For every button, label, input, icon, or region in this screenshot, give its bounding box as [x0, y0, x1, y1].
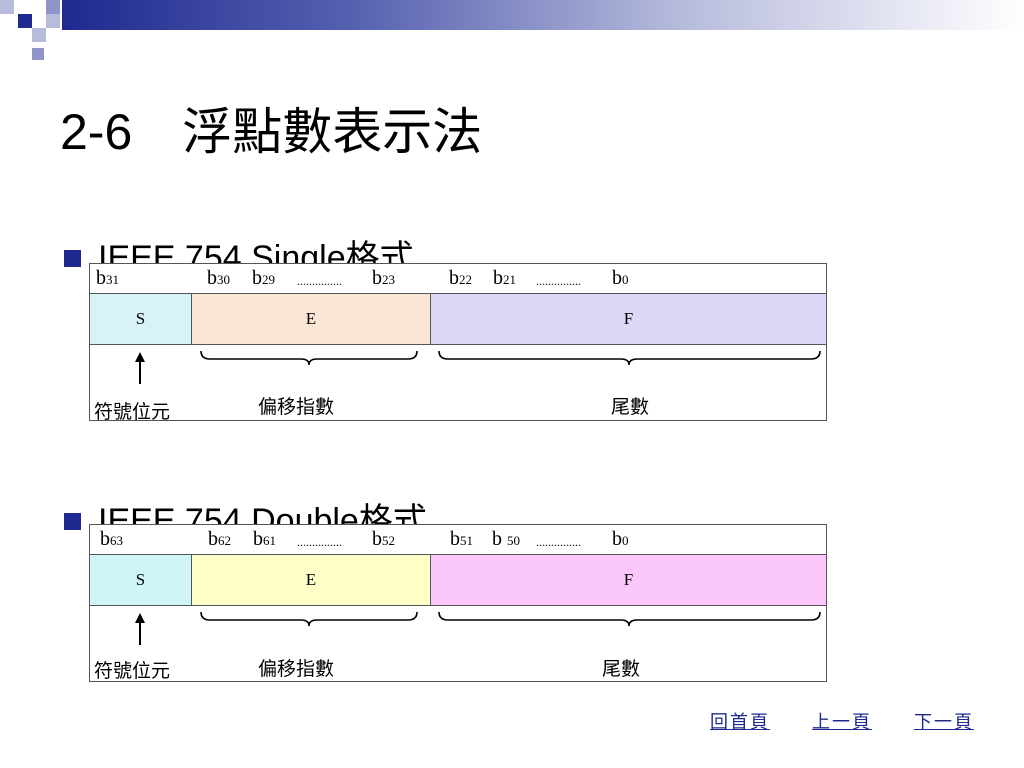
- nav-home-link[interactable]: 回首頁: [710, 712, 770, 733]
- double-format-diagram: b63 b62 b61 ............... b52 b51 b 50…: [89, 524, 827, 682]
- exponent-brace-icon: [200, 350, 418, 366]
- page-title: 2-6 浮點數表示法: [60, 104, 483, 160]
- single-format-diagram: b31 b30 b29 ............... b23 b22 b21 …: [89, 263, 827, 423]
- bit-label-b0: b0: [612, 267, 629, 289]
- exponent-brace-icon: [200, 611, 418, 627]
- bit-index-row: b31 b30 b29 ............... b23 b22 b21 …: [90, 264, 826, 294]
- bit-field-row: S E F: [90, 293, 826, 345]
- exponent-caption: 偏移指數: [258, 396, 335, 418]
- fraction-brace-icon: [438, 350, 821, 366]
- nav-next-link[interactable]: 下一頁: [914, 712, 974, 733]
- bit-label-b62: b62: [208, 528, 231, 550]
- bit-ellipsis: ...............: [297, 274, 342, 288]
- bit-label-b51: b51: [450, 528, 473, 550]
- bit-label-b31: b31: [96, 267, 119, 289]
- fraction-caption: 尾數: [602, 658, 641, 680]
- bit-label-b63: b63: [100, 528, 123, 550]
- bit-label-b30: b30: [207, 267, 230, 289]
- bit-ellipsis: ...............: [297, 535, 342, 549]
- bit-ellipsis: ...............: [536, 535, 581, 549]
- bit-label-b22: b22: [449, 267, 472, 289]
- exponent-caption: 偏移指數: [258, 658, 335, 680]
- bullet-marker-single: [64, 250, 81, 267]
- sign-bit-caption: 符號位元: [94, 660, 171, 682]
- bit-label-b21: b21: [493, 267, 516, 289]
- bit-index-row: b63 b62 b61 ............... b52 b51 b 50…: [90, 525, 826, 555]
- sign-bit-caption: 符號位元: [94, 401, 171, 423]
- bit-label-b0: b0: [612, 528, 629, 550]
- up-arrow-icon: [135, 352, 145, 384]
- exponent-field: E: [191, 555, 430, 605]
- fraction-caption: 尾數: [611, 396, 650, 418]
- bit-label-b61: b61: [253, 528, 276, 550]
- title-gradient-bar: [62, 0, 1024, 30]
- bit-field-row: S E F: [90, 554, 826, 606]
- bit-label-b50: b 50: [492, 528, 520, 550]
- nav-prev-link[interactable]: 上一頁: [812, 712, 872, 733]
- fraction-field: F: [430, 555, 826, 605]
- up-arrow-icon: [135, 613, 145, 645]
- bullet-marker-double: [64, 513, 81, 530]
- sign-field: S: [90, 294, 191, 344]
- bit-ellipsis: ...............: [536, 274, 581, 288]
- bit-label-b29: b29: [252, 267, 275, 289]
- bit-label-b52: b52: [372, 528, 395, 550]
- sign-field: S: [90, 555, 191, 605]
- bit-label-b23: b23: [372, 267, 395, 289]
- exponent-field: E: [191, 294, 430, 344]
- fraction-field: F: [430, 294, 826, 344]
- fraction-brace-icon: [438, 611, 821, 627]
